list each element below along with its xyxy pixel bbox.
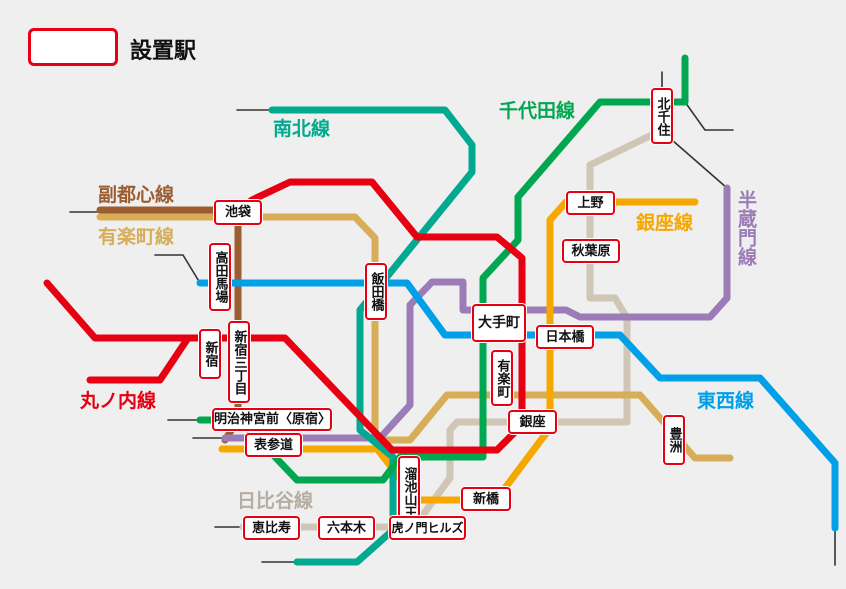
station-toyosu[interactable]: 豊洲 [663,415,685,465]
line-label-chiyoda: 千代田線 [499,100,576,122]
station-roppongi[interactable]: 六本木 [318,516,375,540]
station-omotesando[interactable]: 表参道 [245,433,302,457]
line-label-tozai: 東西線 [697,390,755,412]
line-label-yurakucho: 有楽町線 [98,226,175,248]
marunouchi-branch [86,334,192,384]
namboku-line [268,106,476,566]
line-label-fukutoshin: 副都心線 [98,184,175,206]
station-nihombashi[interactable]: 日本橋 [536,325,594,349]
station-ebisu[interactable]: 恵比寿 [243,516,300,540]
station-iidabashi[interactable]: 飯田橋 [365,263,387,320]
chiyoda-line [196,54,689,484]
line-label-hibiya: 日比谷線 [237,490,314,512]
station-shimbashi[interactable]: 新橋 [461,487,511,511]
hibiya-line [239,126,666,531]
tozai-line [196,279,839,532]
station-meijijingumae[interactable]: 明治神宮前〈原宿〉 [212,408,332,431]
tozai-west-stub [154,254,201,284]
legend-label: 設置駅 [130,39,197,64]
line-label-marunouchi: 丸ノ内線 [80,390,157,412]
station-shinjuku[interactable]: 新宿 [199,329,221,379]
connection-stubs [69,71,836,566]
hanzomon-north-stub [671,139,728,189]
station-ueno[interactable]: 上野 [566,191,615,215]
station-takadanobaba[interactable]: 高田馬場 [209,243,231,311]
chiyoda-branch-stub [684,101,734,131]
station-ginza[interactable]: 銀座 [508,410,557,434]
station-shinjuku-sanchome[interactable]: 新宿三丁目 [228,321,250,403]
marunouchi-line [43,178,526,454]
station-tameike-sanno[interactable]: 溜池山王 [398,456,420,530]
line-label-namboku: 南北線 [273,118,331,140]
line-label-hanzomon: 半蔵門線 [735,190,757,266]
legend-swatch [28,28,118,66]
station-akihabara[interactable]: 秋葉原 [562,239,620,263]
station-kitasenju[interactable]: 北千住 [651,88,673,144]
hanzomon-line [221,184,731,442]
line-label-ginza: 銀座線 [636,212,694,234]
station-ikebukuro[interactable]: 池袋 [214,200,262,225]
station-otemachi[interactable]: 大手町 [472,304,526,342]
station-yurakucho[interactable]: 有楽町 [491,350,513,406]
station-toranomon-hills[interactable]: 虎ノ門ヒルズ [389,516,466,540]
